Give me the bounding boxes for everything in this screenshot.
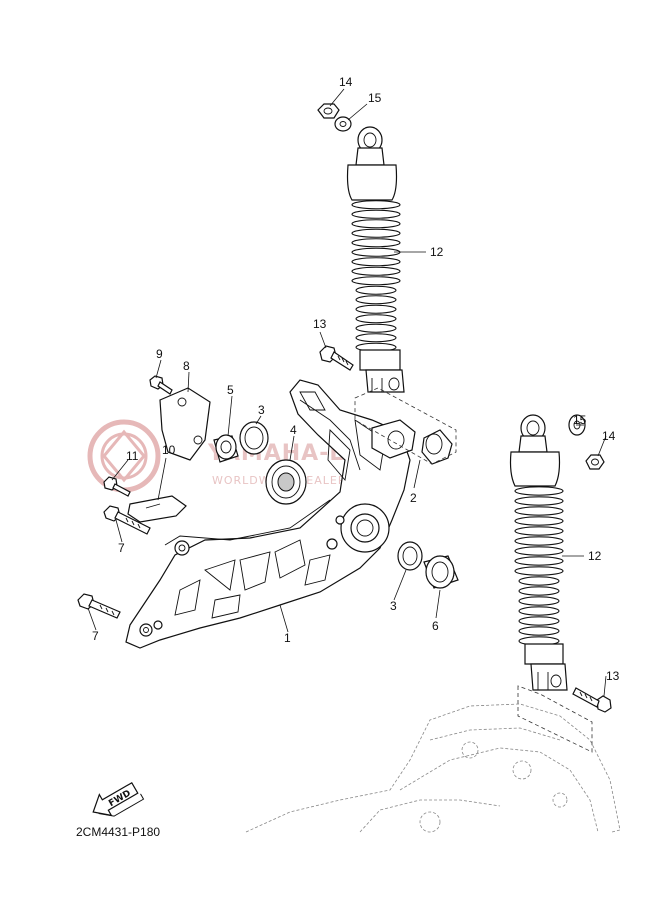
oil-seal-3-lower: [397, 541, 423, 571]
spring-coil: [518, 586, 560, 596]
bolt-13-upper: [319, 345, 354, 371]
spring-coil: [518, 616, 560, 626]
spring-coil: [355, 295, 397, 305]
spring-coil: [351, 266, 401, 276]
spring-coil: [518, 576, 560, 586]
spring-coil: [351, 228, 401, 238]
spring-coil: [351, 219, 401, 229]
callout-9: 9: [156, 347, 163, 361]
bracket-8: [159, 387, 211, 461]
bolt-11: [103, 476, 131, 497]
callout-5: 5: [227, 383, 234, 397]
callout-13-upper: 13: [313, 317, 327, 331]
spring-coil: [518, 606, 560, 616]
watermark-logo-icon: [87, 419, 161, 493]
spring-coil: [351, 238, 401, 248]
bearing-4: [265, 459, 307, 505]
spring-coil: [351, 209, 401, 219]
bolt-13-lower: [572, 687, 612, 713]
leader-lines: [87, 88, 607, 697]
spring-coil: [355, 333, 397, 343]
nut-14-upper: [317, 103, 340, 119]
spring-coil: [518, 626, 560, 636]
spring-coil: [518, 596, 560, 606]
callout-6: 6: [432, 619, 439, 633]
spring-coil: [351, 200, 401, 210]
callout-1: 1: [284, 631, 291, 645]
spring-coil: [514, 496, 564, 506]
spring-coil: [355, 323, 397, 333]
spring-coil: [514, 556, 564, 566]
nut-14-lower: [585, 454, 605, 470]
callouts: 14 15 12 13 9 8 5 3 4 15 14 11 10 2 7 12…: [92, 75, 620, 683]
callout-14-upper: 14: [339, 75, 353, 89]
callout-10: 10: [162, 443, 176, 457]
fwd-arrow-icon: FWD: [92, 781, 145, 817]
collar-2: [421, 429, 453, 465]
callout-7-upper: 7: [118, 541, 125, 555]
spring-coil: [514, 486, 564, 496]
bolt-7-upper: [103, 505, 151, 535]
spring-coil: [514, 526, 564, 536]
bolt-9: [149, 375, 173, 395]
alignment-guide-lower: [517, 685, 593, 753]
clip-10: [127, 495, 187, 523]
spring-coil: [351, 257, 401, 267]
spring-coil: [351, 247, 401, 257]
washer-15-upper: [334, 116, 352, 132]
spring-coil: [514, 516, 564, 526]
callout-15-upper: 15: [368, 91, 382, 105]
oil-seal-3-upper: [239, 421, 269, 455]
engine-ghost-outline: [245, 703, 621, 833]
callout-8: 8: [183, 359, 190, 373]
callout-4: 4: [290, 423, 297, 437]
callout-3-upper: 3: [258, 403, 265, 417]
collar-6: [423, 555, 459, 589]
callout-7-lower: 7: [92, 629, 99, 643]
spring-coil: [514, 546, 564, 556]
swing-arm: [125, 379, 416, 649]
callout-2: 2: [410, 491, 417, 505]
callout-15-lower: 15: [573, 413, 587, 427]
callout-14-lower: 14: [602, 429, 616, 443]
callout-3-lower: 3: [390, 599, 397, 613]
spring-coil: [351, 276, 401, 286]
callout-12-upper: 12: [430, 245, 444, 259]
spring-coil: [355, 285, 397, 295]
shock-absorber-lower: [509, 414, 568, 691]
alignment-guide-upper: [354, 387, 457, 465]
callout-12-lower: 12: [588, 549, 602, 563]
spring-coil: [514, 506, 564, 516]
collar-5: [213, 434, 239, 463]
diagram-code: 2CM4431-P180: [76, 825, 160, 839]
callout-13-lower: 13: [606, 669, 620, 683]
shock-absorber-upper: [346, 126, 405, 393]
spring-coil: [355, 314, 397, 324]
spring-coil: [355, 304, 397, 314]
spring-coil: [514, 536, 564, 546]
callout-11: 11: [126, 449, 139, 463]
bolt-7-lower: [77, 593, 121, 619]
spring-coil: [514, 566, 564, 576]
